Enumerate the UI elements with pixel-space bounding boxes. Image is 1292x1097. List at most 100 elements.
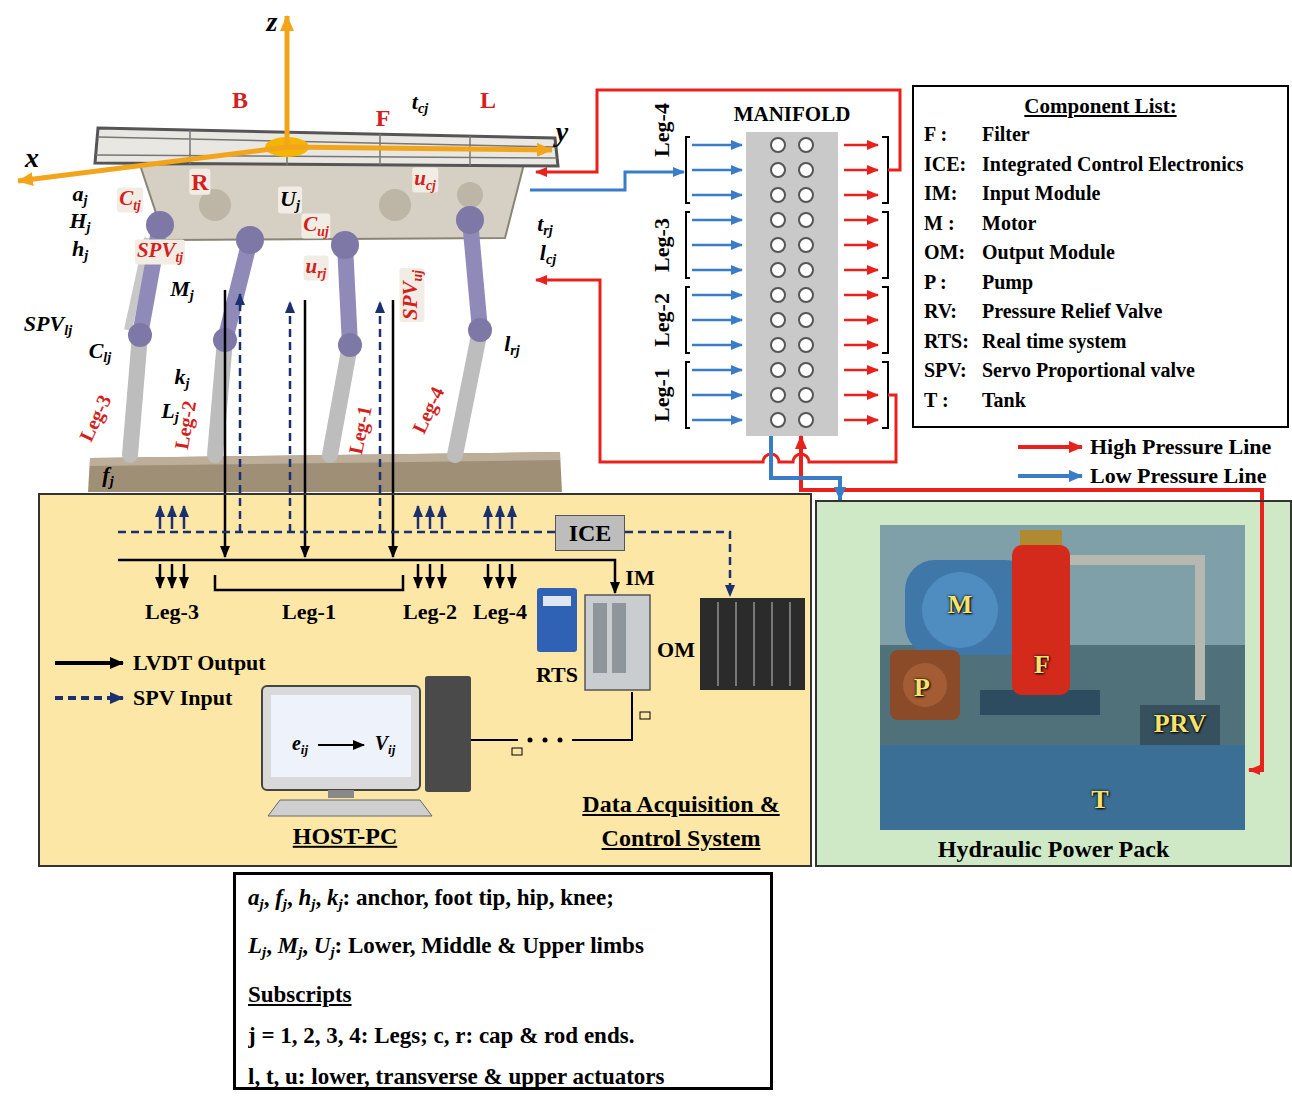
part-label: Cuj: [301, 213, 330, 238]
abbreviation: F :: [924, 120, 982, 150]
subscript: j: [298, 945, 302, 961]
pc-screen: [271, 695, 411, 777]
subscript: tj: [133, 198, 141, 213]
port: [771, 138, 785, 152]
port: [799, 288, 813, 302]
pressure-line: [771, 436, 840, 500]
legend-text: Low Pressure Line: [1090, 464, 1266, 488]
arrow: [159, 506, 162, 529]
subscript: j: [190, 287, 194, 303]
spv-bus: [118, 531, 555, 534]
meaning: Real time system: [982, 327, 1126, 357]
part-label: Leg-1: [282, 600, 336, 624]
machinery: [457, 182, 483, 208]
arrow: [692, 219, 742, 222]
part-label: Hj: [69, 209, 90, 236]
symbol: k: [327, 885, 339, 910]
abbreviation: OM:: [924, 238, 982, 268]
outlet-arrows: [844, 145, 878, 420]
z-axis: [285, 16, 290, 147]
part-label: lcj: [540, 241, 556, 268]
device-detail: [718, 602, 790, 686]
arrow: [692, 169, 742, 172]
panel-ground: [38, 493, 812, 867]
list-row: T :Tank: [924, 386, 1277, 416]
arrow: [487, 564, 490, 588]
part-label: Ctj: [117, 187, 143, 212]
ice-box: ICE: [555, 515, 625, 551]
upper-link: [345, 245, 350, 345]
meaning: Filter: [982, 120, 1030, 150]
legend-text: SPV Input: [133, 686, 232, 710]
arrow: [417, 564, 420, 588]
subscript: j: [311, 896, 315, 912]
port: [771, 163, 785, 177]
abbreviation: IM:: [924, 179, 982, 209]
im-module: [585, 595, 650, 690]
list-row: M :Motor: [924, 209, 1277, 239]
hip-joint: [331, 231, 359, 259]
arrow: [844, 194, 878, 197]
spv-arrows: [160, 506, 512, 529]
ice-label: ICE: [569, 520, 612, 547]
dot: [558, 738, 563, 743]
part-label: F: [1034, 651, 1050, 680]
meaning: Integrated Control Electronics: [982, 150, 1243, 180]
arrow: [692, 294, 742, 297]
subscript: ij: [388, 742, 395, 757]
subscript: lj: [64, 322, 72, 338]
arrow: [441, 506, 444, 529]
arrow: [159, 564, 162, 588]
legend-swatch: [1018, 474, 1082, 478]
arrow: [441, 564, 444, 588]
part-label: urj: [304, 255, 329, 280]
subscript: j: [84, 192, 88, 208]
arrow: [417, 506, 420, 529]
part-label: Vij: [375, 732, 396, 757]
device-detail: [612, 603, 626, 673]
part-label: eij: [292, 732, 308, 757]
hip-joint: [456, 206, 484, 234]
x-axis: [18, 147, 287, 181]
arrow: [844, 169, 878, 172]
subscript: j: [283, 896, 287, 912]
subheading: Subscripts: [248, 974, 758, 1015]
abbreviation: SPV:: [924, 356, 982, 386]
network-line: [471, 739, 518, 741]
part-label: kj: [175, 365, 190, 392]
monitor-stand: [328, 790, 354, 798]
subscript: j: [186, 375, 190, 391]
bracket: [686, 137, 690, 428]
spv-line: [379, 302, 382, 532]
part-label: RTS: [536, 663, 578, 687]
legend-swatch: [55, 696, 123, 700]
port: [799, 238, 813, 252]
arrow: [844, 419, 878, 422]
port: [771, 338, 785, 352]
lvdt-line: [304, 300, 307, 557]
high-pressure-line: [536, 90, 900, 172]
hip-joint: [146, 211, 174, 239]
abbreviation: RTS:: [924, 327, 982, 357]
arrow: [487, 506, 490, 529]
legend-swatch: [1018, 445, 1082, 449]
part-label: SPVlj: [24, 312, 72, 339]
part-label: F: [376, 105, 391, 131]
part-label: Leg-4: [408, 383, 449, 437]
part-label: Leg-4: [650, 103, 674, 157]
meaning: Pressure Relief Valve: [982, 297, 1162, 327]
panel-title: Hydraulic Power Pack: [817, 835, 1290, 863]
arrow: [171, 506, 174, 529]
list-heading: Component List:: [924, 92, 1277, 120]
arrow: [844, 344, 878, 347]
leg-4-linkage: [455, 206, 492, 455]
list-row: RV:Pressure Relief Valve: [924, 297, 1277, 327]
port: [771, 288, 785, 302]
manifold-block: MANIFOLD: [746, 132, 838, 436]
port: [799, 263, 813, 277]
bracket: [882, 137, 888, 428]
arrow: [844, 244, 878, 247]
pump-face: [903, 663, 947, 707]
upper-link: [470, 220, 480, 330]
part-label: SPVuj: [399, 268, 424, 322]
